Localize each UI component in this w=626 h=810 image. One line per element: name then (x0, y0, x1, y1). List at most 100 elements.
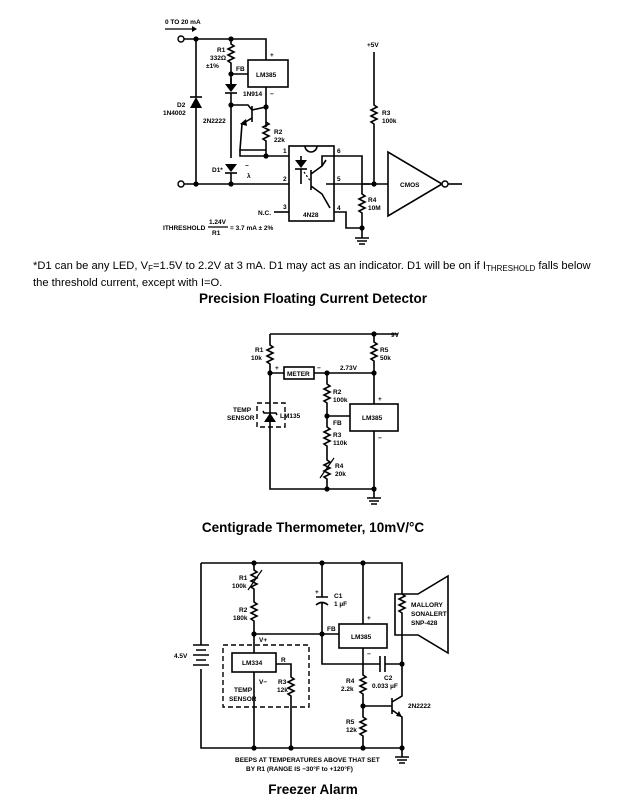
footnote-text: falls below the threshold current, excep… (33, 260, 591, 289)
ground-icon (367, 489, 381, 505)
r4-label: R4 (368, 197, 377, 204)
inverter-bubble (441, 180, 449, 188)
sensor-dashed-box (222, 644, 310, 708)
c1-label: C1 (334, 593, 343, 600)
light-tilde: ~ (245, 163, 249, 170)
2n2222-label: 2N2222 (408, 703, 431, 710)
supply-label: 9V (391, 332, 400, 339)
lm135-zener-icon (264, 413, 276, 422)
buzzer-coil-icon (397, 593, 407, 664)
wire (321, 563, 364, 665)
r2-resistor-icon (261, 121, 271, 156)
r2-label: R2 (274, 129, 283, 136)
d1-led-icon (225, 164, 237, 172)
speaker-icon (394, 574, 449, 655)
pin-3: 3 (283, 204, 287, 211)
cmos-label: CMOS (400, 182, 420, 189)
r1-value: 332Ω (210, 55, 226, 62)
minus-label: − (270, 91, 274, 98)
footnote-text: =1.5V to 2.2V at 3 mA. D1 may act as an … (152, 260, 486, 272)
r1-label: R1 (255, 347, 264, 354)
pin-6: 6 (337, 148, 341, 155)
r3-label: R3 (333, 432, 342, 439)
r3-resistor-icon (253, 634, 296, 748)
plus-label: + (270, 52, 274, 59)
nc-label: N.C. (258, 210, 271, 217)
transistor-arrow (396, 711, 402, 717)
meter-plus: + (275, 365, 279, 372)
figure-title-freezer-alarm: Freezer Alarm (268, 782, 358, 797)
vplus-label: V+ (259, 637, 267, 644)
vcc-label: +5V (367, 42, 379, 49)
lm385-label: LM385 (256, 72, 277, 79)
plus-label: + (367, 615, 371, 622)
fb-label: FB (333, 420, 342, 427)
minus-label: − (367, 651, 371, 658)
r-pin-label: R (281, 657, 286, 664)
1n914-diode-icon (225, 84, 237, 92)
meter-box (283, 366, 315, 380)
lm385-label: LM385 (362, 415, 383, 422)
r4-value: 2.2k (341, 686, 354, 693)
footnote-sub: F (148, 264, 153, 273)
light-path (303, 171, 312, 183)
meter-label: METER (287, 371, 310, 378)
current-arrowhead (192, 26, 197, 32)
ic-notch (304, 145, 318, 153)
buzzer-model: SONALERT (411, 611, 447, 618)
zener-bar (262, 410, 278, 416)
junction (193, 181, 199, 187)
temp-label: TEMP (233, 407, 252, 414)
r3-label: R3 (278, 679, 287, 686)
junction (360, 745, 366, 751)
r1-value: 100k (232, 583, 247, 590)
opto-led-icon (295, 160, 307, 168)
pin-4: 4 (337, 205, 341, 212)
vminus-label: V− (259, 679, 267, 686)
r5-value: 12k (346, 727, 357, 734)
2n2222-transistor-icon (363, 664, 403, 748)
r2-resistor-icon (322, 373, 332, 416)
plus-label: + (378, 396, 382, 403)
temp-label: TEMP (234, 687, 253, 694)
figure-thermometer: 9V R1 10k R5 50k METER + − 2.73V R2 100k… (227, 331, 400, 505)
c1-plus: + (315, 589, 319, 596)
r1-resistor-icon (265, 334, 275, 373)
equation-result: = 3.7 mA ± 2% (230, 225, 273, 232)
junction (251, 745, 257, 751)
r1-label: R1 (217, 47, 226, 54)
figure-title-current-detector: Precision Floating Current Detector (198, 291, 428, 306)
r5-label: R5 (380, 347, 389, 354)
r4-value: 10M (368, 205, 381, 212)
d2-diode-icon (190, 97, 202, 108)
pin-5: 5 (337, 176, 341, 183)
1n914-label: 1N914 (243, 91, 263, 98)
minus-label: − (378, 435, 382, 442)
battery-icon (193, 644, 209, 666)
d1-label: D1* (212, 167, 223, 174)
lm334-label: LM334 (242, 660, 263, 667)
equation-numerator: 1.24V (209, 219, 227, 226)
r3-value: 12k (277, 687, 288, 694)
battery-wires (200, 563, 402, 749)
top-rail-wire (184, 38, 267, 60)
junction (228, 181, 234, 187)
collector-wire (231, 104, 253, 111)
fb-label: FB (327, 626, 336, 633)
r5-value: 50k (380, 355, 391, 362)
sensor-dashed-box (256, 402, 286, 428)
r3-resistor-icon (369, 52, 379, 184)
junction (263, 104, 269, 110)
r5-label: R5 (346, 719, 355, 726)
r1-tolerance: ±1% (206, 63, 219, 70)
ground-icon (395, 748, 409, 764)
r3-label: R3 (382, 110, 391, 117)
fb-label: FB (236, 66, 245, 73)
figure-current-detector: 0 TO 20 mA D2 1N4002 R1 332Ω ±1% FB LM38… (163, 19, 462, 245)
pin-2: 2 (283, 176, 287, 183)
lm385-label: LM385 (351, 634, 372, 641)
r1-value: 10k (251, 355, 262, 362)
c2-value: 0.033 µF (372, 683, 398, 690)
c1-capacitor-icon (315, 563, 329, 634)
